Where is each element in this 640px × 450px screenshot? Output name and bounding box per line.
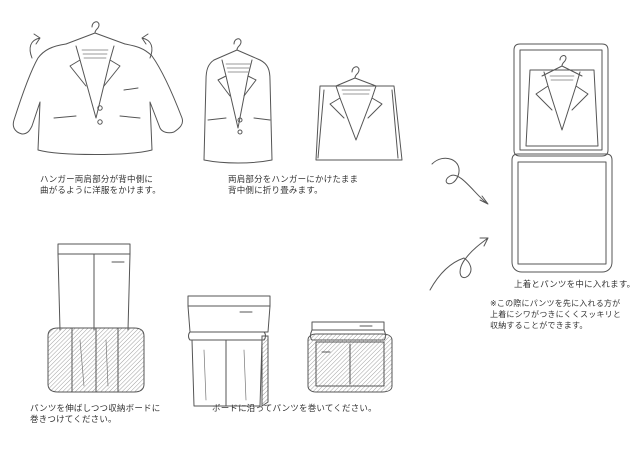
step2-caption: 両肩部分をハンガーにかけたまま 背中側に折り畳みます。 xyxy=(228,175,358,197)
step4-caption-line: ボードに沿ってパンツを巻いてください。 xyxy=(212,404,377,414)
jacket-on-hanger-illustration xyxy=(12,21,183,155)
note-caption-line: ※この際にパンツを先に入れる方が xyxy=(490,299,621,308)
step3-caption-line: 巻きつけてください。 xyxy=(30,415,117,425)
step5-caption-line: 上着とパンツを中に入れます。 xyxy=(514,280,636,290)
step1-caption: ハンガー両肩部分が背中側に 曲がるように洋服をかけます。 xyxy=(40,175,161,197)
step5-caption: 上着とパンツを中に入れます。 xyxy=(514,280,635,291)
step1-caption-line: ハンガー両肩部分が背中側に xyxy=(40,175,154,185)
step2-caption-line: 両肩部分をハンガーにかけたまま xyxy=(228,175,359,185)
folded-jacket-illustration xyxy=(203,38,273,164)
note-caption: ※この際にパンツを先に入れる方が 上着にシワがつきにくくスッキリと 収納すること… xyxy=(490,298,621,331)
pants-rolled-illustration xyxy=(307,321,393,393)
step3-caption: パンツを伸ばしつつ収納ボードに 巻きつけてください。 xyxy=(30,404,160,426)
curved-arrow-bottom xyxy=(429,237,489,291)
step2-caption-line: 背中側に折り畳みます。 xyxy=(228,186,323,196)
curved-arrow-top xyxy=(431,157,489,205)
note-caption-line: 上着にシワがつきにくくスッキリと xyxy=(490,310,622,319)
note-caption-line: 収納することができます。 xyxy=(490,321,588,330)
step1-caption-line: 曲がるように洋服をかけます。 xyxy=(40,186,161,196)
pants-rolling-illustration xyxy=(187,295,271,407)
flat-folded-jacket-illustration xyxy=(315,66,403,161)
garment-bag-illustration xyxy=(511,43,613,273)
step3-caption-line: パンツを伸ばしつつ収納ボードに xyxy=(30,404,161,414)
step4-caption: ボードに沿ってパンツを巻いてください。 xyxy=(212,404,377,415)
pants-on-board-illustration xyxy=(47,243,145,393)
